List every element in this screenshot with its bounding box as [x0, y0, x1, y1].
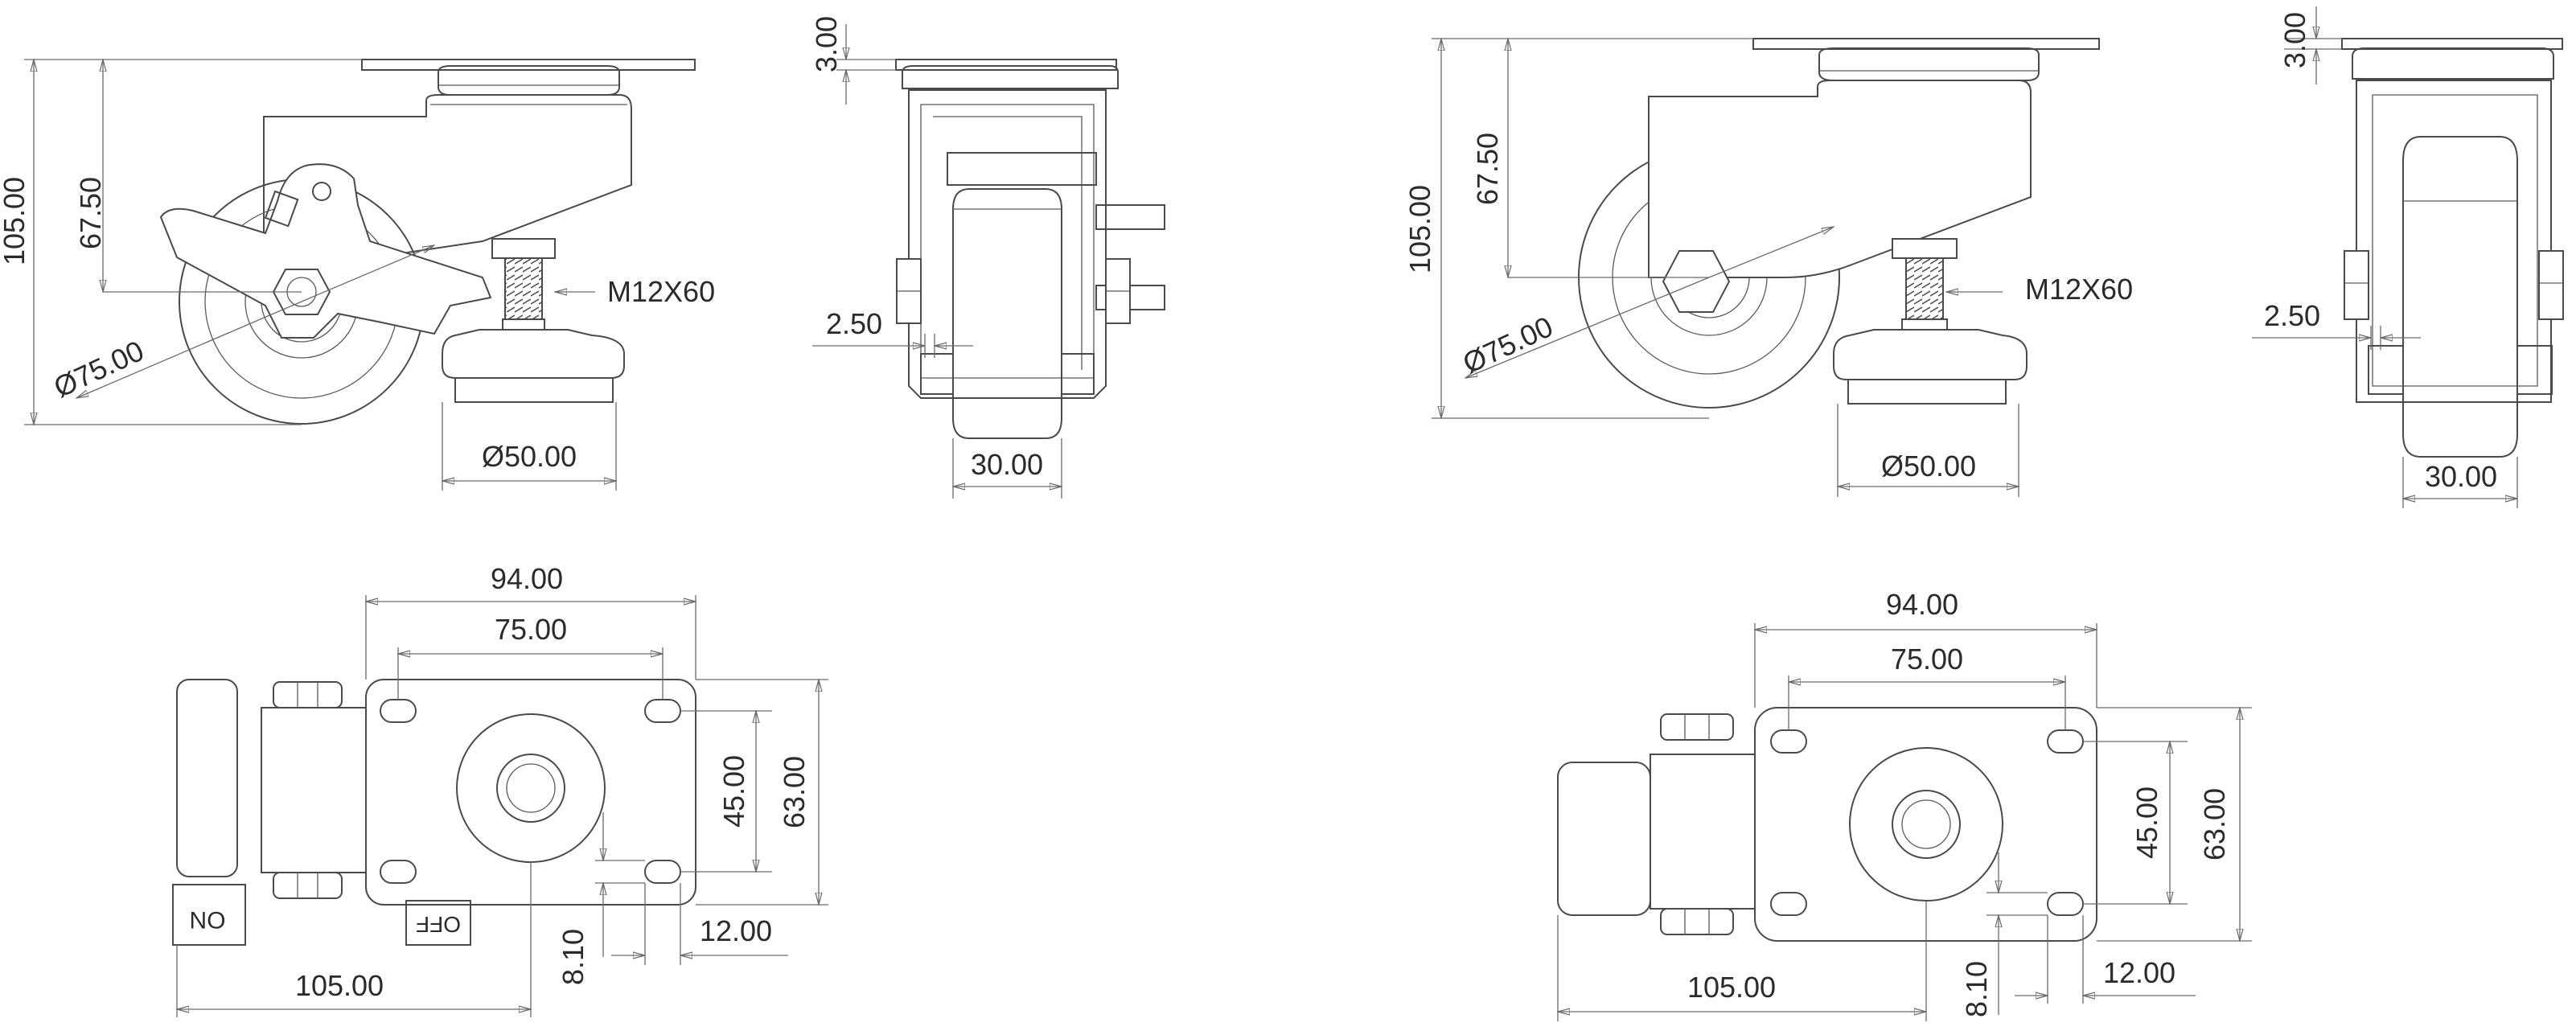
wheel-outline-top	[1557, 762, 1651, 916]
hole-spacing-x-label: 75.00	[1891, 643, 1963, 676]
pad-diameter-label: Ø50.00	[482, 440, 577, 473]
plate-thickness-label: 3.00	[810, 16, 843, 72]
slot-length-label: 12.00	[2103, 956, 2175, 989]
overall-length-label: 105.00	[1687, 971, 1776, 1004]
swivel-race	[456, 713, 606, 863]
mounting-plate	[895, 59, 1117, 71]
swivel-race	[1849, 747, 2003, 902]
right-top-view: 94.00 75.00 45.00 63.00 8.10 12.00 105.0…	[1557, 588, 2252, 1021]
brake-lever	[159, 163, 492, 339]
axle-nut-left	[2344, 250, 2369, 320]
wheel-diameter-label: Ø75.00	[49, 334, 149, 404]
brake-pedal	[176, 679, 238, 877]
left-side-view: 105.00 67.50 Ø75.00 M12X60 Ø50.00	[0, 59, 715, 491]
offset-label: 2.50	[826, 307, 882, 340]
brake-off-label: OFF	[416, 912, 461, 937]
axle-nut	[1662, 250, 1731, 313]
overall-length-label: 105.00	[295, 969, 384, 1002]
brake-housing	[947, 152, 1097, 186]
left-top-view: ON OFF 94.00 75.00 45.00 63.00 8.10 12.0…	[172, 562, 828, 1017]
plate-thickness-label: 3.00	[2278, 12, 2311, 68]
right-side-view: 105.00 67.50 Ø75.00 M12X60 Ø50.00	[1403, 38, 2133, 497]
mounting-slot	[1770, 892, 1807, 916]
mounting-slot	[644, 860, 681, 884]
thread-spec-label: M12X60	[2025, 273, 2133, 306]
slot-width-label: 8.10	[557, 929, 590, 985]
mounting-plate	[361, 59, 696, 71]
axle-height-label: 67.50	[1471, 133, 1504, 205]
wheel	[2402, 136, 2518, 458]
brake-off-tab	[405, 900, 471, 946]
mounting-slot	[644, 699, 681, 723]
hole-spacing-x-label: 75.00	[495, 613, 567, 646]
right-front-view: 3.00 2.50 30.00	[2252, 6, 2564, 508]
fork	[1648, 80, 2032, 278]
wheel-width-label: 30.00	[2425, 460, 2497, 493]
slot-width-label: 8.10	[1960, 961, 1993, 1017]
swivel-bearing	[438, 65, 620, 96]
brake-on-tab	[172, 884, 246, 946]
fork	[908, 89, 1107, 399]
leveling-pad	[442, 329, 625, 379]
total-height-label: 105.00	[1403, 185, 1436, 273]
plate-length-label: 94.00	[491, 562, 563, 595]
wheel-width-label: 30.00	[971, 448, 1043, 481]
slot-length-label: 12.00	[700, 914, 772, 947]
mounting-slot	[380, 699, 417, 723]
offset-label: 2.50	[2264, 299, 2320, 332]
threaded-stem	[504, 257, 543, 320]
threaded-stem	[1905, 257, 1944, 320]
fork	[2356, 80, 2552, 403]
wheel-diameter-label: Ø75.00	[1458, 310, 1558, 380]
leveling-pad	[1833, 329, 2028, 380]
total-height-label: 105.00	[0, 177, 31, 265]
pad-diameter-label: Ø50.00	[1881, 450, 1976, 483]
axle-nut-right	[2538, 250, 2564, 320]
hole-spacing-y-label: 45.00	[2130, 787, 2163, 859]
left-front-view: 3.00 2.50 30.00	[810, 16, 1165, 499]
plate-width-label: 63.00	[2198, 788, 2231, 860]
mounting-slot	[2047, 729, 2084, 754]
hole-spacing-y-label: 45.00	[717, 755, 750, 828]
thread-spec-label: M12X60	[607, 275, 715, 308]
mounting-slot	[380, 860, 417, 884]
brake-on-label: ON	[190, 906, 226, 933]
mounting-slot	[2047, 892, 2084, 916]
swivel-bearing	[1818, 47, 2040, 81]
mounting-slot	[1770, 729, 1807, 754]
plate-length-label: 94.00	[1886, 588, 1958, 621]
axle-height-label: 67.50	[74, 177, 107, 249]
plate-width-label: 63.00	[778, 756, 811, 828]
wheel	[952, 188, 1062, 439]
fork	[263, 94, 632, 266]
